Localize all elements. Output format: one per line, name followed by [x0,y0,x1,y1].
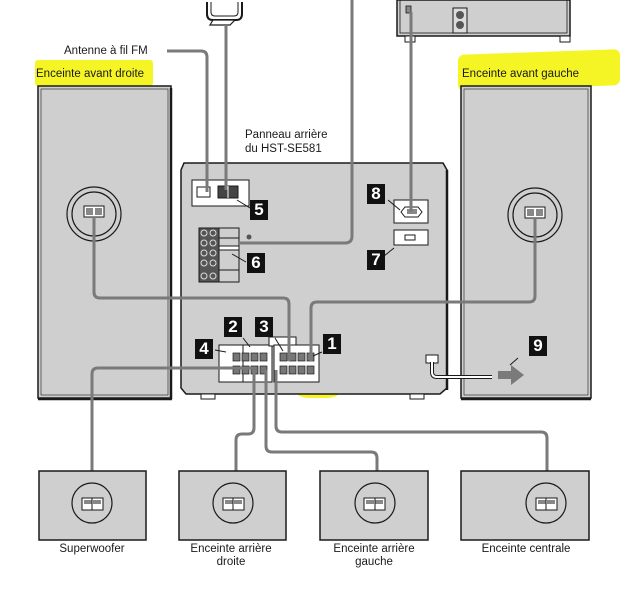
top-component [396,0,571,43]
callout-1: 1 [323,334,341,354]
callout-8: 8 [367,184,385,204]
superwoofer-label: Superwoofer [59,543,125,555]
speaker-terminal-icon [83,205,105,218]
rear-left-label-line1: Enceinte arrière [333,543,415,555]
rear-right-label-line2: droite [216,556,246,568]
rear-panel-label-line2: du HST-SE581 [245,143,322,155]
rear-left-label-line2: gauche [355,556,393,568]
speaker-terminal-icon [535,497,558,511]
fm-antenna-label: Antenne à fil FM [64,45,148,57]
connector-icon [405,5,412,14]
speaker-terminal-icon [81,497,104,511]
callout-3: 3 [255,317,273,337]
callout-9: 9 [529,336,547,356]
center-speaker-label: Enceinte centrale [481,543,571,555]
rear-right-speaker [178,470,287,541]
center-speaker [460,470,590,541]
front-left-speaker [460,85,592,401]
rear-panel-label-line1: Panneau arrière [245,129,328,141]
power-cord [430,362,524,385]
speaker-terminal-icon [363,497,386,511]
callout-2: 2 [224,317,242,337]
callout-5: 5 [250,200,268,220]
speaker-terminal-icon [222,497,245,511]
speaker-terminal-icon [524,206,546,219]
main-unit-rear-panel [180,162,449,400]
callout-7: 7 [367,250,385,270]
loop-antenna-icon [206,2,243,26]
front-right-label: Enceinte avant droite [36,68,145,80]
highlight-front-right-label [35,60,153,86]
rear-left-speaker [319,470,429,541]
superwoofer-speaker [38,470,147,541]
cables [90,0,549,498]
callout-6: 6 [247,253,265,273]
rear-right-label-line1: Enceinte arrière [190,543,272,555]
arrow-right-icon [498,365,524,385]
callout-4: 4 [195,339,213,359]
front-left-label: Enceinte avant gauche [462,68,580,80]
front-right-speaker [37,85,173,401]
